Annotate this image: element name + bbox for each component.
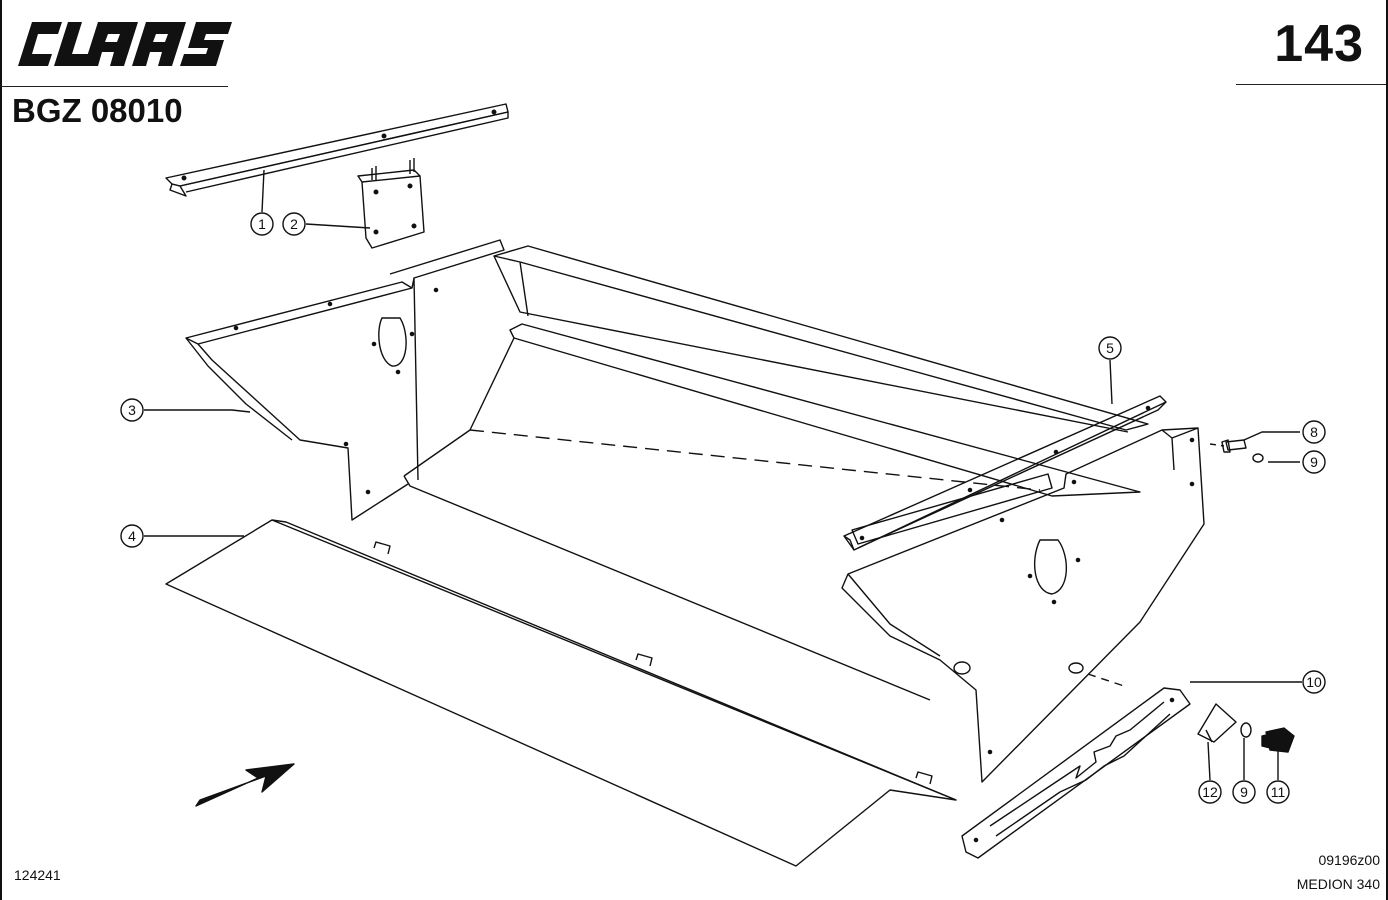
svg-text:4: 4 — [128, 528, 136, 544]
part-angle-strip — [165, 103, 509, 197]
callout-11: 11 — [1266, 780, 1290, 804]
callout-4: 4 — [120, 524, 144, 548]
callout-9-upper: 9 — [1302, 450, 1326, 474]
header-rule-right — [1236, 84, 1386, 85]
svg-text:10: 10 — [1306, 674, 1322, 690]
callout-9-lower: 9 — [1232, 780, 1256, 804]
callout-leaders — [144, 169, 1302, 781]
part-clip-knob — [1197, 703, 1295, 753]
svg-text:11: 11 — [1271, 784, 1286, 800]
callout-3: 3 — [120, 398, 144, 422]
svg-text:9: 9 — [1310, 454, 1318, 470]
svg-text:3: 3 — [128, 402, 136, 418]
callout-2: 2 — [282, 212, 306, 236]
page-number: 143 — [1274, 15, 1364, 73]
header-rule-left — [0, 86, 228, 87]
model-name: MEDION 340 — [1296, 876, 1380, 892]
callout-8: 8 — [1302, 420, 1326, 444]
svg-text:12: 12 — [1202, 784, 1218, 800]
direction-arrow-icon — [195, 763, 295, 807]
part-right-side-wall — [841, 427, 1225, 783]
callout-10: 10 — [1302, 670, 1326, 694]
part-angle-bar — [843, 395, 1167, 551]
part-bolt-washer — [1221, 439, 1264, 463]
callout-5: 5 — [1098, 336, 1122, 360]
svg-text:2: 2 — [290, 216, 298, 232]
part-trough-body — [185, 239, 1149, 701]
callout-circles: 1 2 3 4 5 8 9 10 — [120, 212, 1326, 804]
svg-text:9: 9 — [1240, 784, 1248, 800]
reference-number: 124241 — [14, 867, 61, 883]
svg-text:1: 1 — [258, 216, 266, 232]
claas-logo — [14, 18, 234, 75]
callout-12: 12 — [1198, 780, 1222, 804]
svg-text:5: 5 — [1106, 340, 1114, 356]
drawing-number: 09196z00 — [1318, 852, 1380, 868]
part-front-cover — [165, 519, 957, 867]
part-bracket-plate — [357, 158, 425, 249]
claas-logo-mark — [18, 22, 232, 66]
callout-1: 1 — [250, 212, 274, 236]
svg-text:8: 8 — [1310, 424, 1318, 440]
document-code: BGZ 08010 — [12, 92, 183, 129]
part-slotted-rail — [961, 687, 1191, 859]
footer-references: 09196z00 MEDION 340 — [1297, 848, 1380, 896]
